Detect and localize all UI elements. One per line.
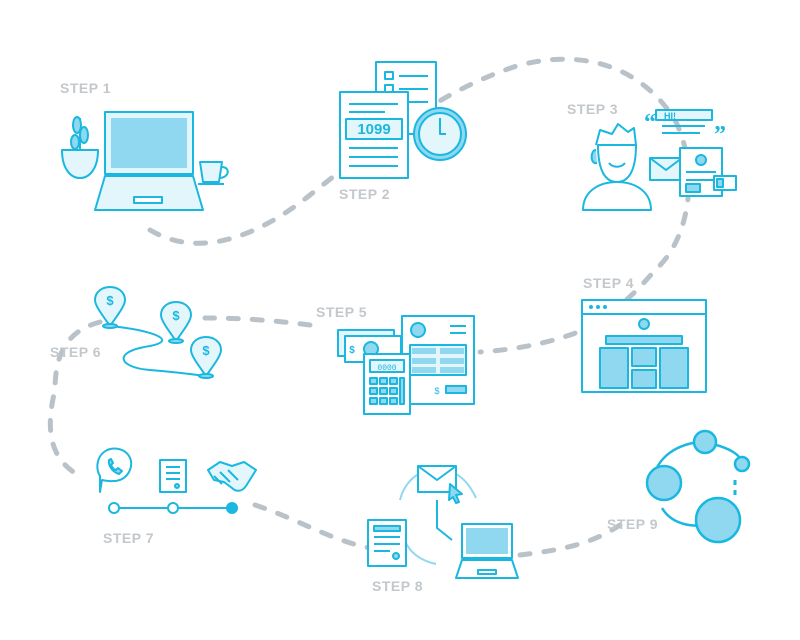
step-9-icon [647, 431, 749, 542]
pin-dollar-sign: $ [172, 308, 180, 323]
timeline-node [109, 503, 119, 513]
pin-dollar-sign: $ [106, 293, 114, 308]
timeline-node-active [227, 503, 237, 513]
orbit-circle-icon [735, 457, 749, 471]
laptop-icon [456, 524, 518, 578]
step-5-icon [338, 316, 474, 414]
email-envelope-icon [650, 158, 682, 180]
step-8-icon [368, 466, 518, 578]
step-1-label: STEP 1 [60, 80, 111, 96]
step-6-icon [95, 287, 221, 378]
step-7-label: STEP 7 [103, 530, 154, 546]
orbit-circle-icon [647, 466, 681, 500]
step-9-label: STEP 9 [607, 516, 658, 532]
chat-greeting-text: HI! [664, 111, 676, 121]
step-8-label: STEP 8 [372, 578, 423, 594]
step-2-icon [340, 62, 466, 178]
coffee-cup-icon [198, 162, 228, 184]
calculator-display-text: 0000 [377, 364, 396, 373]
step-5-label: STEP 5 [316, 304, 367, 320]
step-3-label: STEP 3 [567, 101, 618, 117]
pin-dollar-sign: $ [202, 343, 210, 358]
step-2-label: STEP 2 [339, 186, 390, 202]
orbit-circle-icon [694, 431, 716, 453]
email-envelope-icon [418, 466, 462, 503]
calculator-icon [364, 354, 410, 414]
quote-open-icon: “ [644, 110, 656, 136]
step-1-icon [62, 112, 228, 210]
laptop-icon [95, 112, 203, 210]
handshake-icon [208, 462, 256, 491]
step-4-label: STEP 4 [583, 275, 634, 291]
invoice-dollar-sign: $ [434, 386, 439, 396]
phone-chat-icon [97, 449, 131, 492]
step-4-icon [582, 300, 706, 392]
quote-close-icon: ” [714, 122, 726, 148]
person-headset-icon [583, 124, 651, 210]
step-6-label: STEP 6 [50, 344, 101, 360]
document-icon [368, 520, 406, 566]
step-7-icon [97, 449, 256, 513]
document-icon [160, 460, 186, 492]
bill-dollar-sign: $ [349, 345, 355, 356]
plant-pot-icon [62, 117, 98, 178]
timeline-node [168, 503, 178, 513]
orbit-circle-icon [696, 498, 740, 542]
tax-form-number: 1099 [357, 121, 390, 138]
clock-icon [414, 108, 466, 160]
clock-hands-icon [437, 500, 452, 540]
profile-card-icon [680, 148, 736, 196]
